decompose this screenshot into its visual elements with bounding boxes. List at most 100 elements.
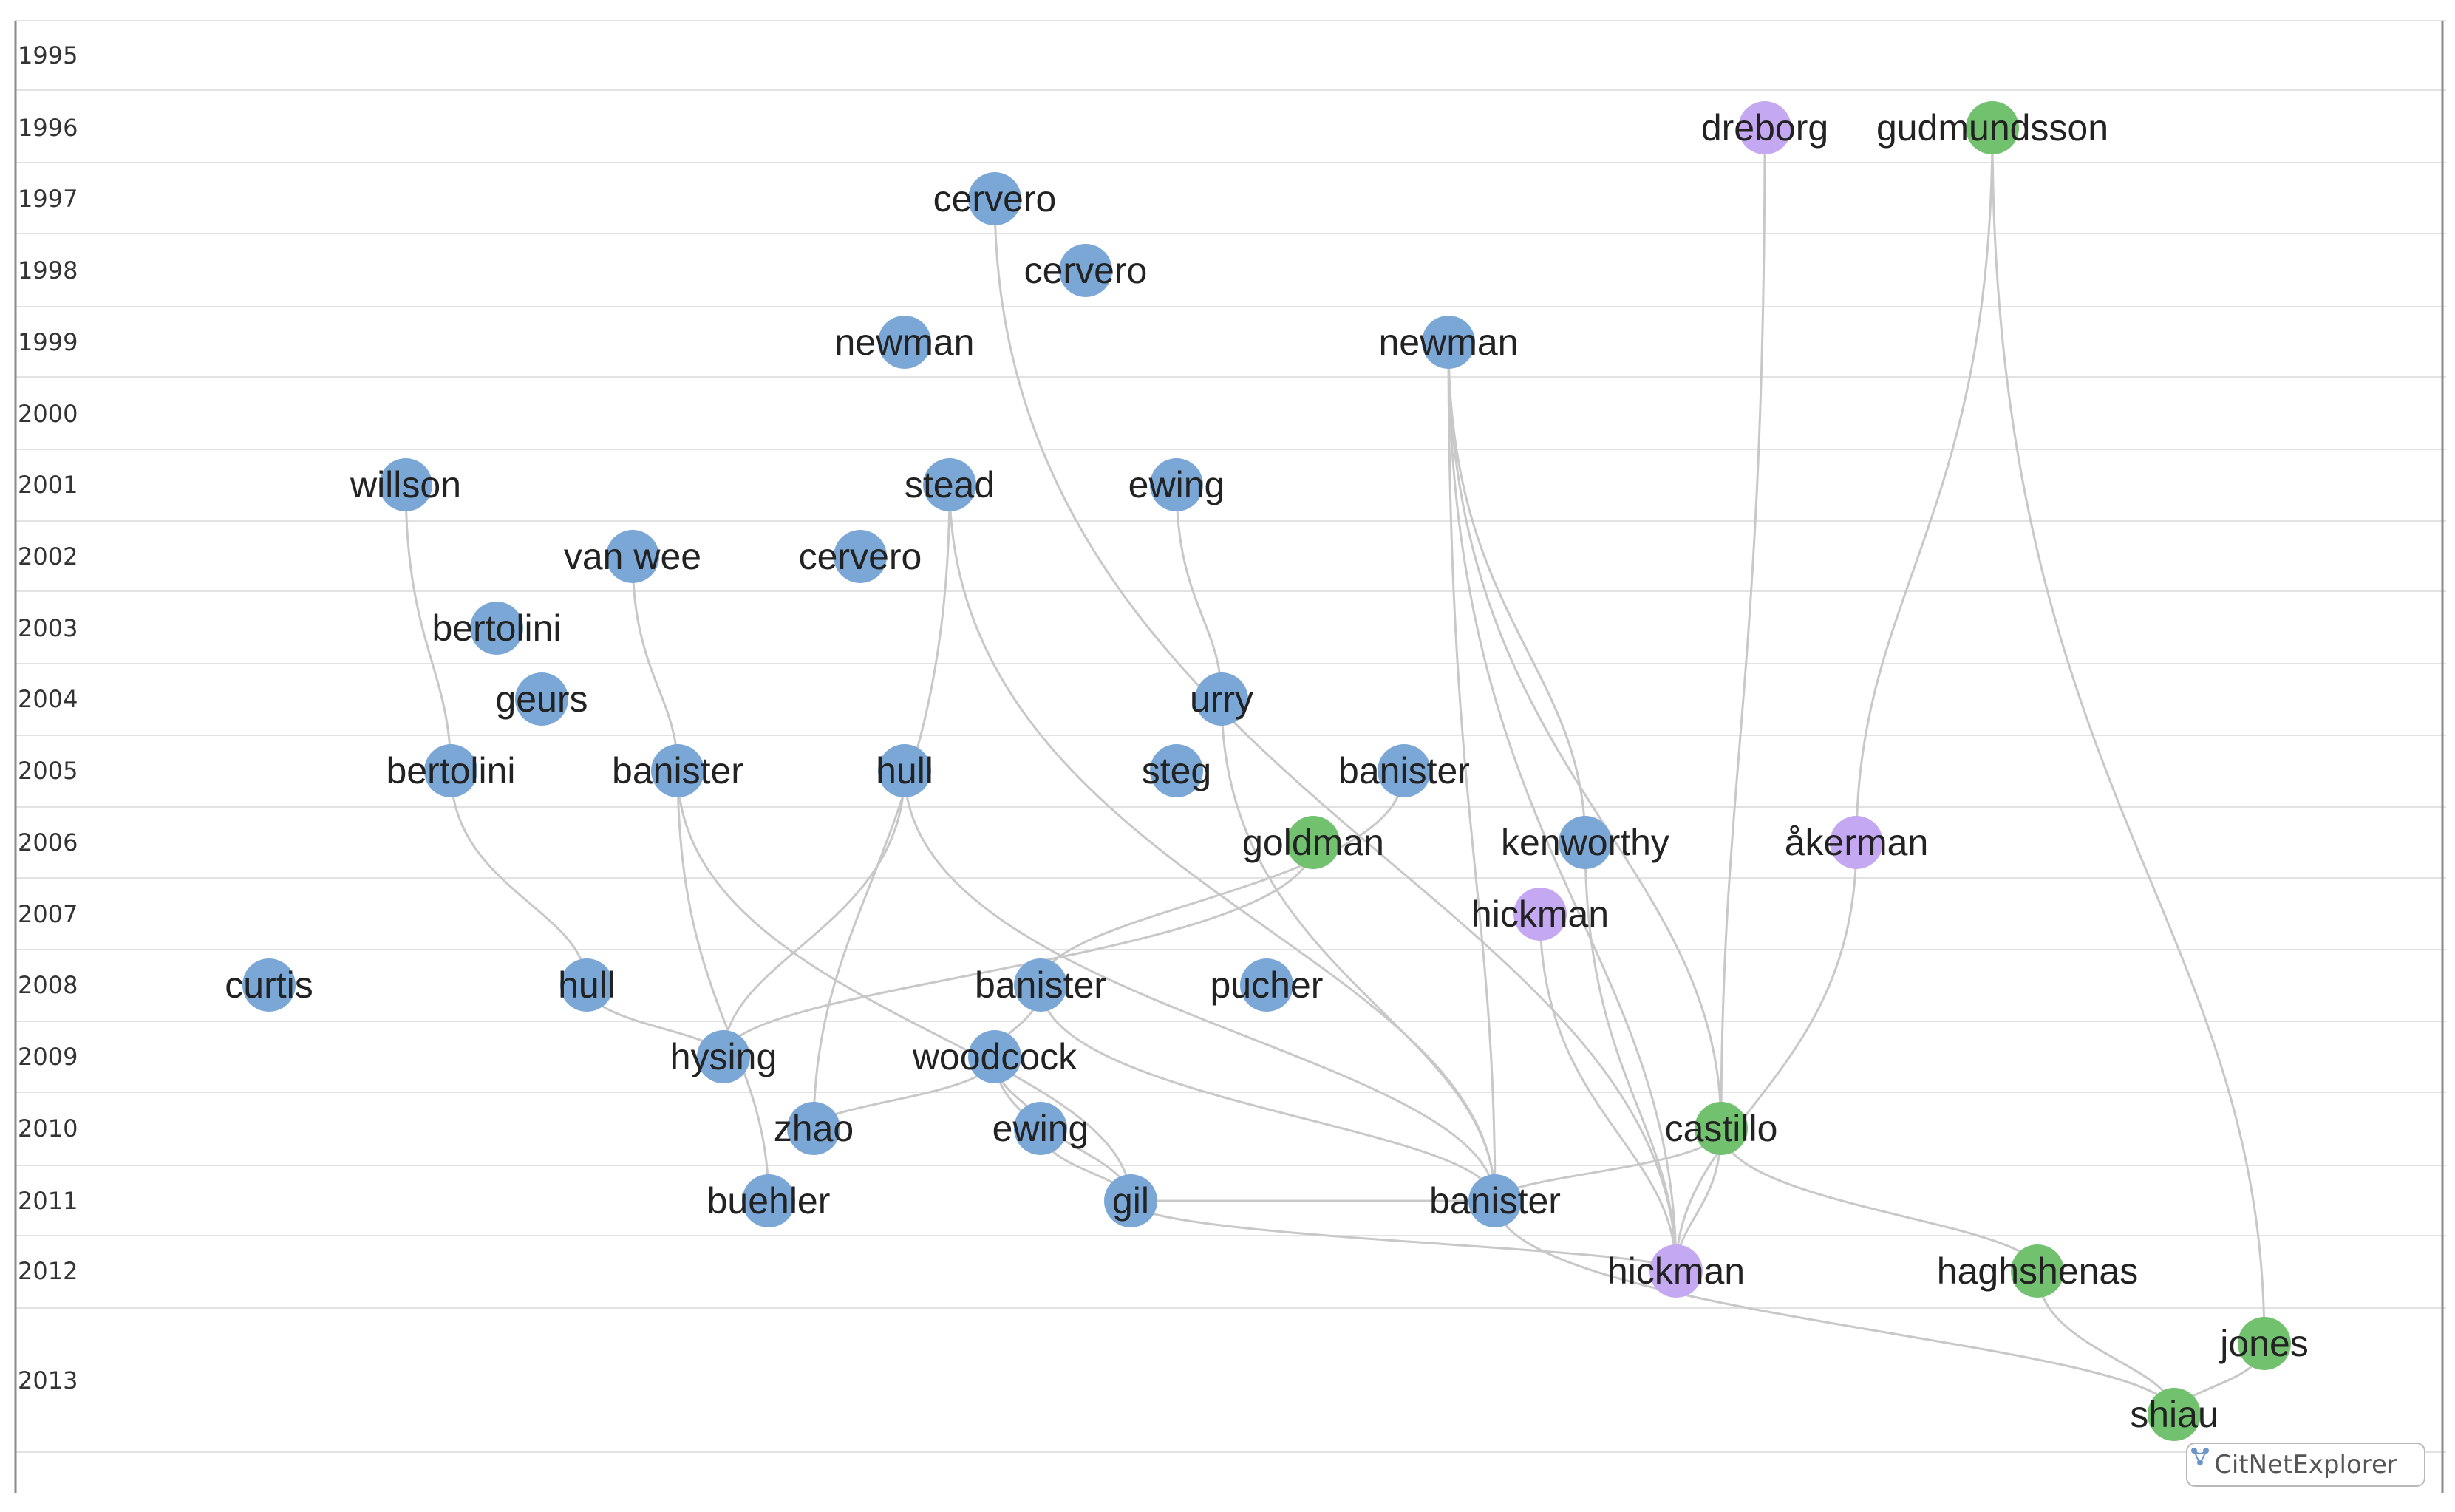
publication-node-circle[interactable] bbox=[1468, 1174, 1522, 1227]
publication-node-circle[interactable] bbox=[923, 458, 976, 511]
publication-node-circle[interactable] bbox=[1150, 458, 1203, 511]
publication-node-newman-1999a[interactable]: newman bbox=[835, 316, 975, 369]
publication-node-banister-2008[interactable]: banister bbox=[975, 958, 1106, 1012]
publication-node-circle[interactable] bbox=[1830, 816, 1883, 869]
publication-node-circle[interactable] bbox=[1059, 244, 1112, 297]
publication-node-circle[interactable] bbox=[1559, 816, 1612, 869]
publication-node-circle[interactable] bbox=[787, 1102, 840, 1155]
publication-node-woodcock-2009[interactable]: woodcock bbox=[912, 1030, 1077, 1083]
publication-node-circle[interactable] bbox=[424, 744, 477, 797]
publication-node-circle[interactable] bbox=[1240, 958, 1293, 1012]
publication-node-label: pucher bbox=[1211, 964, 1324, 1006]
publication-node-hull-2008[interactable]: hull bbox=[558, 958, 616, 1012]
publication-node-vanwee-2002[interactable]: van wee bbox=[564, 530, 701, 583]
publication-node-circle[interactable] bbox=[515, 672, 568, 726]
publication-node-circle[interactable] bbox=[242, 958, 296, 1012]
publication-node-circle[interactable] bbox=[1649, 1244, 1703, 1298]
year-label: 1999 bbox=[18, 328, 78, 356]
publication-node-label: geurs bbox=[495, 678, 588, 720]
publication-node-hull-2005[interactable]: hull bbox=[876, 744, 933, 797]
publication-node-newman-1999b[interactable]: newman bbox=[1379, 316, 1519, 369]
citation-link bbox=[1447, 341, 1723, 1129]
publication-node-circle[interactable] bbox=[606, 530, 659, 583]
publication-node-haghshenas-2012[interactable]: haghshenas bbox=[1937, 1244, 2138, 1298]
publication-node-circle[interactable] bbox=[968, 1030, 1021, 1083]
publication-node-circle[interactable] bbox=[1513, 888, 1567, 941]
publication-node-circle[interactable] bbox=[1738, 101, 1791, 154]
publication-node-circle[interactable] bbox=[2148, 1388, 2201, 1441]
publication-node-label: hysing bbox=[670, 1036, 777, 1077]
publication-node-cervero-1997[interactable]: cervero bbox=[933, 172, 1057, 225]
citation-link bbox=[993, 198, 1678, 1272]
publication-node-label: zhao bbox=[774, 1108, 854, 1149]
publication-node-circle[interactable] bbox=[1422, 316, 1475, 369]
publication-node-bertolini-2003[interactable]: bertolini bbox=[432, 602, 562, 655]
publication-node-circle[interactable] bbox=[1195, 672, 1248, 726]
publication-node-circle[interactable] bbox=[1150, 744, 1203, 797]
publication-node-label: banister bbox=[1429, 1180, 1561, 1222]
publication-node-akerman-2006[interactable]: åkerman bbox=[1785, 816, 1929, 869]
publication-node-stead-2001[interactable]: stead bbox=[905, 458, 995, 511]
publication-node-bertolini-2005[interactable]: bertolini bbox=[386, 744, 516, 797]
publication-node-ewing-2010[interactable]: ewing bbox=[992, 1102, 1089, 1155]
publication-node-circle[interactable] bbox=[1966, 101, 2019, 154]
publication-node-circle[interactable] bbox=[651, 744, 704, 797]
publication-node-pucher-2008[interactable]: pucher bbox=[1211, 958, 1324, 1012]
citation-link bbox=[1675, 842, 1858, 1272]
publication-node-label: banister bbox=[975, 964, 1106, 1006]
publication-node-shiau-2013[interactable]: shiau bbox=[2130, 1388, 2219, 1441]
publication-node-circle[interactable] bbox=[379, 458, 432, 511]
publication-node-banister-2011[interactable]: banister bbox=[1429, 1174, 1561, 1227]
publication-node-circle[interactable] bbox=[2011, 1244, 2064, 1298]
publication-node-circle[interactable] bbox=[1378, 744, 1431, 797]
publication-node-circle[interactable] bbox=[470, 602, 523, 655]
publication-node-zhao-2010[interactable]: zhao bbox=[774, 1102, 854, 1155]
publication-node-circle[interactable] bbox=[1104, 1174, 1157, 1227]
citation-link bbox=[1220, 698, 1497, 1202]
publication-node-jones-2013[interactable]: jones bbox=[2219, 1317, 2309, 1370]
citation-link bbox=[1539, 913, 1678, 1272]
publication-node-circle[interactable] bbox=[742, 1174, 795, 1227]
publication-node-ewing-2001[interactable]: ewing bbox=[1128, 458, 1225, 511]
publication-node-banister-2005b[interactable]: banister bbox=[1338, 744, 1470, 797]
publication-node-circle[interactable] bbox=[560, 958, 613, 1012]
publication-node-circle[interactable] bbox=[1014, 1102, 1067, 1155]
publication-node-curtis-2008[interactable]: curtis bbox=[225, 958, 313, 1012]
publication-node-label: banister bbox=[1338, 750, 1470, 791]
publication-node-hickman-2012[interactable]: hickman bbox=[1607, 1244, 1745, 1298]
publication-node-urry-2004[interactable]: urry bbox=[1190, 672, 1253, 726]
publication-node-label: dreborg bbox=[1701, 107, 1828, 149]
publication-node-dreborg-1996[interactable]: dreborg bbox=[1701, 101, 1828, 154]
publication-node-circle[interactable] bbox=[1287, 816, 1340, 869]
citation-link bbox=[1494, 1200, 2176, 1415]
publication-node-gudmundsson-1996[interactable]: gudmundsson bbox=[1876, 101, 2108, 154]
publication-node-buehler-2011[interactable]: buehler bbox=[707, 1174, 831, 1227]
citation-link bbox=[812, 484, 951, 1129]
publication-node-castillo-2010[interactable]: castillo bbox=[1665, 1102, 1778, 1155]
publication-node-willson-2001[interactable]: willson bbox=[350, 458, 461, 511]
publication-node-hysing-2009[interactable]: hysing bbox=[670, 1030, 777, 1083]
publication-node-circle[interactable] bbox=[2238, 1317, 2291, 1370]
publication-node-steg-2005[interactable]: steg bbox=[1142, 744, 1212, 797]
publication-node-circle[interactable] bbox=[1695, 1102, 1748, 1155]
publication-node-circle[interactable] bbox=[834, 530, 887, 583]
publication-node-banister-2005a[interactable]: banister bbox=[612, 744, 743, 797]
citation-link bbox=[676, 770, 1132, 1202]
publication-node-kenworthy-2006[interactable]: kenworthy bbox=[1501, 816, 1669, 869]
publication-node-cervero-1998[interactable]: cervero bbox=[1024, 244, 1148, 297]
citation-link bbox=[1129, 1200, 1678, 1273]
publication-node-label: kenworthy bbox=[1501, 822, 1669, 863]
publication-node-hickman-2007[interactable]: hickman bbox=[1471, 888, 1609, 941]
publication-node-circle[interactable] bbox=[878, 744, 931, 797]
citation-link bbox=[1447, 341, 1678, 1272]
publication-node-cervero-2002[interactable]: cervero bbox=[799, 530, 922, 583]
publication-node-goldman-2006[interactable]: goldman bbox=[1242, 816, 1384, 869]
publication-node-circle[interactable] bbox=[878, 316, 931, 369]
publication-node-circle[interactable] bbox=[968, 172, 1021, 225]
publication-node-circle[interactable] bbox=[1014, 958, 1067, 1012]
publication-node-circle[interactable] bbox=[697, 1030, 750, 1083]
citation-link bbox=[948, 484, 1497, 1202]
publication-node-geurs-2004[interactable]: geurs bbox=[495, 672, 588, 726]
publication-node-gil-2011[interactable]: gil bbox=[1104, 1174, 1157, 1227]
